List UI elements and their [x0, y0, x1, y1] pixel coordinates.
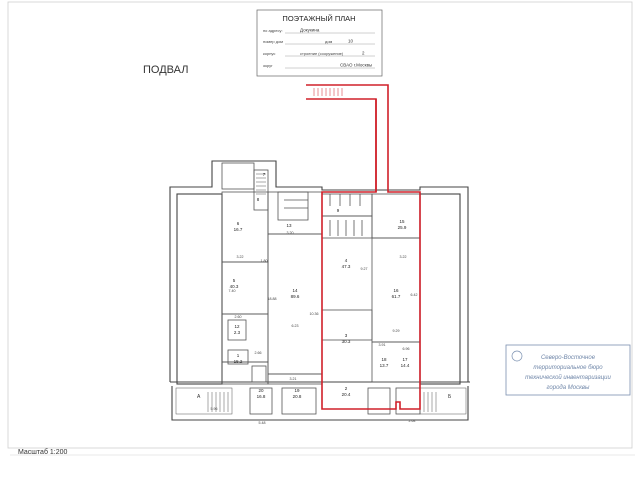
- room-area: 25.9: [398, 225, 407, 230]
- room-number: 8: [257, 197, 260, 202]
- room-area: 20.8: [293, 394, 302, 399]
- dimension: 5.48: [259, 421, 266, 425]
- stamp-line3: технической инвентаризации: [525, 374, 611, 381]
- room-number: 6: [237, 221, 240, 226]
- stairs-b-label: Б: [448, 394, 452, 400]
- floor-label: ПОДВАЛ: [143, 64, 188, 76]
- room-area: 30.3: [342, 339, 351, 344]
- address-label: по адресу:: [263, 28, 283, 33]
- room-number: 20: [258, 388, 264, 393]
- corridor-steps: [313, 88, 343, 96]
- stairs-small: [256, 173, 266, 195]
- room-number: 16: [393, 288, 399, 293]
- dimension: 9.27: [361, 267, 368, 271]
- room-number: 7: [263, 172, 266, 177]
- dimension: 6.42: [411, 293, 418, 297]
- room-number: 5: [233, 278, 236, 283]
- building-label: корпус: [263, 51, 275, 56]
- stairs-a: [175, 387, 233, 415]
- room-area: 15.2: [234, 359, 243, 364]
- room-number: 1: [237, 353, 240, 358]
- room-area: 20.4: [342, 392, 351, 397]
- dimension: 7.40: [229, 289, 236, 293]
- dimension: 6.96: [403, 347, 410, 351]
- room-area: 89.6: [291, 294, 300, 299]
- bti-stamp: Северо-Восточное территориальное бюро те…: [505, 344, 631, 396]
- room-number: 15: [399, 219, 405, 224]
- room-number: 3: [345, 333, 348, 338]
- title-block-title: ПОЭТАЖНЫЙ ПЛАН: [282, 14, 355, 23]
- scale-label: Масштаб 1:200: [18, 448, 68, 456]
- room-number: 17: [402, 357, 408, 362]
- room-number: 4: [345, 258, 348, 263]
- highlighted-area: [306, 84, 421, 410]
- house-label: номер дом: [263, 39, 283, 44]
- dimension: 9.29: [393, 329, 400, 333]
- room-labels: 14 89.6 4 47.3 16 61.7 3 30.3 2 20.4 15 …: [230, 172, 410, 399]
- dimension: 10.36: [310, 312, 319, 316]
- room-area: 14.4: [401, 363, 410, 368]
- room-area: 2.3: [234, 330, 241, 335]
- stairs-b: [419, 387, 467, 415]
- dimension: 3.20: [287, 231, 294, 235]
- stamp-emblem-icon: [511, 350, 523, 362]
- dimension: 3.21: [290, 377, 297, 381]
- house-value: 10: [348, 39, 354, 44]
- dimension-labels: 3.22 3.22 6.96 6.23 9.29 3.91 2.60 2.66 …: [211, 231, 418, 425]
- room-number: 9: [337, 208, 340, 213]
- house-mid-label: дом: [325, 39, 333, 44]
- district-value: СВАО г.Москвы: [340, 63, 372, 68]
- room-area: 47.3: [342, 264, 351, 269]
- building-mid-label: строение (сооружение): [300, 51, 344, 56]
- dimension: 2.66: [255, 351, 262, 355]
- address-value: Докукина: [300, 28, 320, 33]
- dimension: 3.22: [400, 255, 407, 259]
- stamp-line4: города Москвы: [547, 385, 591, 391]
- room-number: 18: [381, 357, 387, 362]
- dimension: 3.91: [379, 343, 386, 347]
- room-number: 19: [294, 388, 300, 393]
- room-number: 14: [292, 288, 298, 293]
- interior-walls: [221, 162, 421, 415]
- room-number: 12: [234, 324, 240, 329]
- title-block: ПОЭТАЖНЫЙ ПЛАН по адресу: Докукина номер…: [256, 9, 383, 77]
- stairs-a-label: А: [197, 394, 201, 400]
- stamp-line1: Северо-Восточное: [541, 355, 596, 361]
- dimension: 6.23: [292, 324, 299, 328]
- district-label: округ: [263, 63, 273, 68]
- building-outline: [169, 160, 470, 421]
- room-area: 13.7: [380, 363, 389, 368]
- dimension: 3.22: [237, 255, 244, 259]
- room-area: 16.7: [234, 227, 243, 232]
- dimension: 1.80: [261, 259, 268, 263]
- dimension: 18.88: [268, 297, 277, 301]
- room-area: 40.3: [230, 284, 239, 289]
- dimension: 2.64: [409, 419, 416, 423]
- room-area: 61.7: [392, 294, 401, 299]
- room-number: 13: [286, 223, 292, 228]
- dimension: 5.96: [211, 407, 218, 411]
- stamp-line2: территориальное бюро: [533, 365, 603, 371]
- room-area: 16.8: [257, 394, 266, 399]
- dimension: 2.60: [235, 315, 242, 319]
- building-value: 2: [362, 51, 365, 56]
- room-number: 2: [345, 386, 348, 391]
